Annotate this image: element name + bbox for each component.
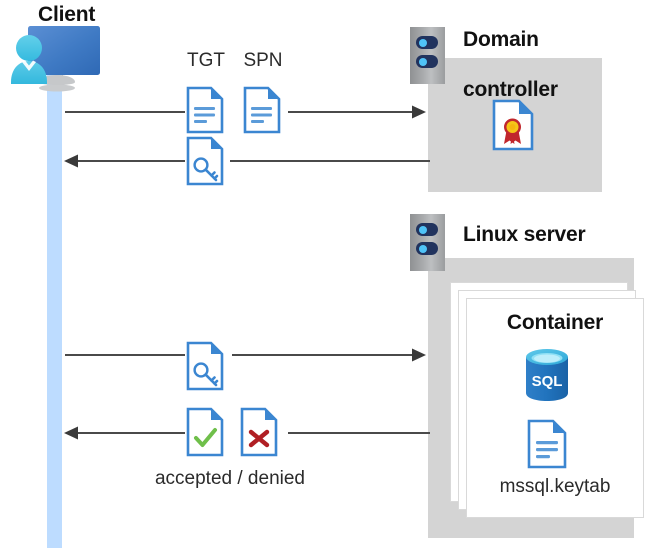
certificate-document-icon <box>492 99 534 151</box>
sql-badge-text: SQL <box>532 373 563 390</box>
domain-controller-server-icon <box>410 27 445 84</box>
spn-label: SPN <box>243 50 283 71</box>
domain-controller-label-line1: Domain <box>463 28 539 51</box>
flow-request-tgt-spn <box>60 104 430 120</box>
spn-document-icon <box>243 86 281 134</box>
flow-present-ticket <box>60 347 430 363</box>
container-label: Container <box>506 311 604 334</box>
linux-server-label: Linux server <box>463 223 586 246</box>
linux-server-server-icon <box>410 214 445 271</box>
container-card-front <box>466 298 644 518</box>
present-key-document-icon <box>186 341 224 391</box>
accepted-denied-caption: accepted / denied <box>154 468 305 489</box>
client-label: Client <box>38 3 96 26</box>
domain-controller-label: Domain controller <box>463 2 643 102</box>
flow-receive-ticket <box>60 153 430 169</box>
ticket-key-document-icon <box>186 136 224 186</box>
client-icon <box>6 22 112 92</box>
flow-auth-result <box>60 425 430 441</box>
client-lifeline <box>47 70 62 548</box>
tgt-document-icon <box>186 86 224 134</box>
domain-controller-label-line2: controller <box>463 78 558 101</box>
keytab-filename-label: mssql.keytab <box>499 476 611 497</box>
denied-document-icon <box>240 407 278 457</box>
sql-database-icon: SQL <box>523 348 571 402</box>
accepted-document-icon <box>186 407 224 457</box>
tgt-label: TGT <box>187 50 225 71</box>
keytab-document-icon <box>527 419 567 469</box>
